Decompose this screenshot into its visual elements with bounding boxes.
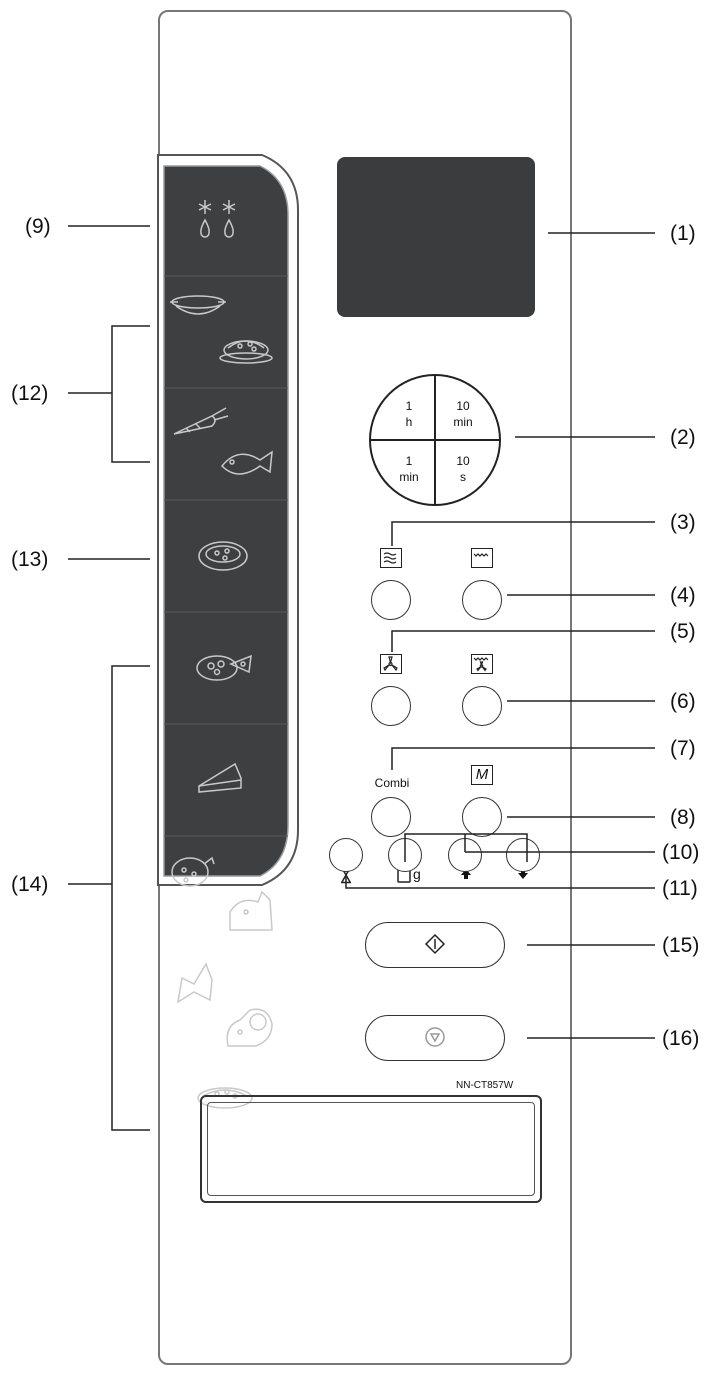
- callout-8: (8): [670, 806, 696, 829]
- dial-10min-button[interactable]: 10 min: [442, 398, 484, 430]
- start-button[interactable]: [365, 922, 505, 968]
- combi-button[interactable]: [371, 797, 411, 837]
- combi-label: Combi: [374, 776, 410, 790]
- callout-9: (9): [25, 215, 51, 238]
- dial-1h-number: 1: [405, 399, 413, 413]
- gratin-icon[interactable]: [195, 530, 255, 580]
- dial-1h-button[interactable]: 1 h: [388, 398, 430, 430]
- callout-5: (5): [670, 620, 696, 643]
- callout-14: (14): [11, 873, 49, 896]
- grill-convection-icon: [471, 654, 493, 674]
- callout-6: (6): [670, 690, 696, 713]
- dial-1h-unit: h: [405, 415, 413, 430]
- display-screen: [337, 157, 535, 317]
- door-handle[interactable]: [200, 1095, 542, 1203]
- callout-12: (12): [11, 382, 49, 405]
- stop-button[interactable]: [365, 1015, 505, 1061]
- dial-1min-unit: min: [399, 470, 419, 485]
- vegetable-fish-icon[interactable]: [168, 400, 278, 490]
- down-button[interactable]: [506, 838, 540, 872]
- dial-1min-button[interactable]: 1 min: [388, 453, 430, 485]
- weight-unit-label: g: [413, 866, 421, 882]
- callout-11: (11): [662, 877, 698, 900]
- up-arrow-icon: [461, 869, 471, 879]
- convection-button[interactable]: [371, 686, 411, 726]
- callout-2: (2): [670, 426, 696, 449]
- defrost-icon[interactable]: [195, 196, 245, 246]
- convection-icon: [380, 654, 402, 674]
- dial-10min-unit: min: [453, 415, 473, 430]
- callout-13: (13): [11, 548, 49, 571]
- memory-label: M: [471, 765, 493, 785]
- pizza-icon[interactable]: [195, 640, 255, 690]
- door-handle-inner: [207, 1102, 535, 1196]
- grill-icon: [471, 548, 493, 568]
- model-label: NN-CT857W: [456, 1080, 514, 1091]
- callout-3: (3): [670, 511, 696, 534]
- time-dial: [369, 374, 501, 506]
- dial-10s-button[interactable]: 10 s: [442, 453, 484, 485]
- dial-10s-number: 10: [456, 454, 470, 468]
- microwave-button[interactable]: [371, 580, 411, 620]
- dial-10s-unit: s: [460, 470, 466, 485]
- callout-15: (15): [662, 934, 700, 957]
- stop-icon: [425, 1027, 445, 1047]
- grill-button[interactable]: [462, 580, 502, 620]
- beef-fish-icon[interactable]: [172, 960, 280, 1052]
- poultry-pork-icon[interactable]: [166, 850, 278, 940]
- microwave-icon: [380, 548, 402, 568]
- callout-4: (4): [670, 584, 696, 607]
- callout-16: (16): [662, 1027, 700, 1050]
- dial-1min-number: 1: [405, 454, 413, 468]
- callout-10: (10): [662, 841, 700, 864]
- callout-1: (1): [670, 222, 696, 245]
- timer-button[interactable]: [329, 838, 363, 872]
- casserole-icon[interactable]: [168, 288, 278, 378]
- start-icon: [424, 933, 446, 955]
- callout-7: (7): [670, 737, 696, 760]
- memory-button[interactable]: [462, 797, 502, 837]
- cake-icon[interactable]: [195, 752, 255, 802]
- dial-10min-number: 10: [456, 399, 470, 413]
- grill-convection-button[interactable]: [462, 686, 502, 726]
- down-arrow-icon: [518, 869, 528, 879]
